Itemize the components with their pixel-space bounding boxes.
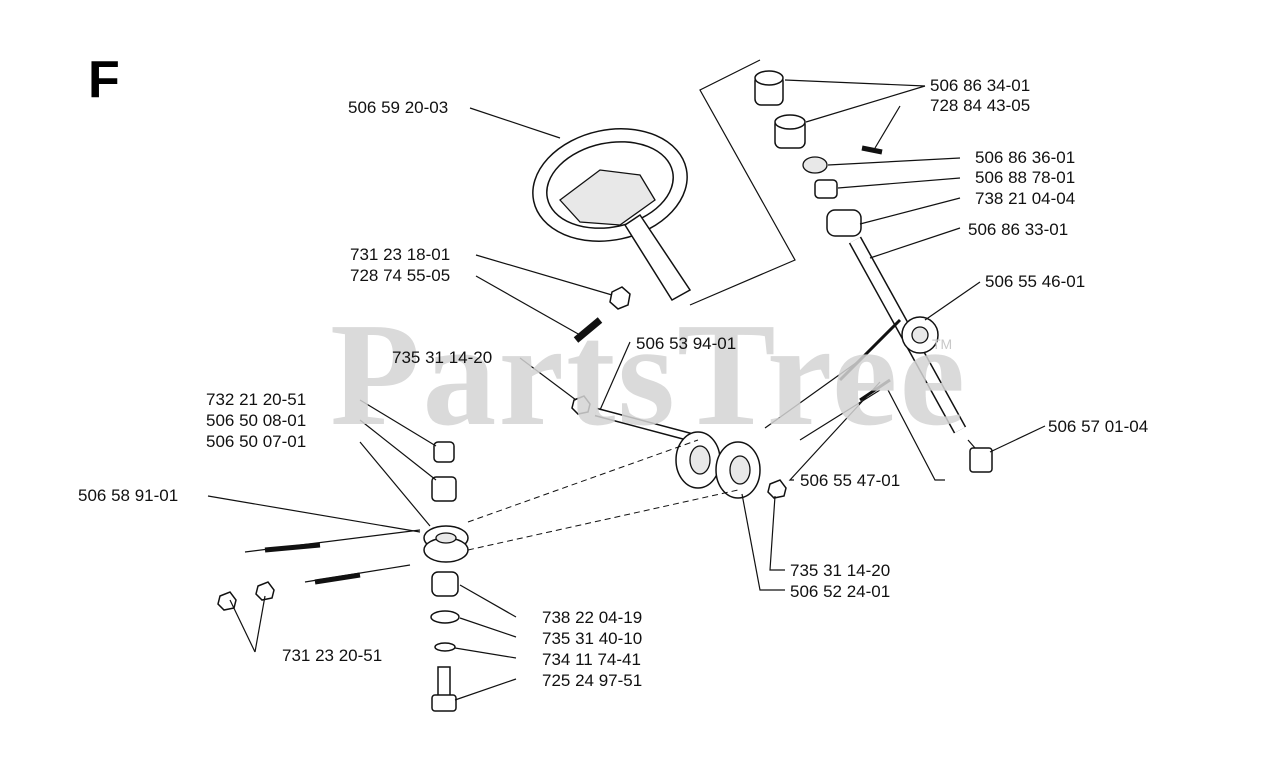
column-outline [689, 59, 796, 306]
pulley-icon [675, 431, 761, 499]
label-731-23-18-01: 731 23 18-01 [350, 245, 451, 264]
label-506-58-91-01: 506 58 91-01 [78, 486, 179, 505]
label-506-86-36-01: 506 86 36-01 [975, 148, 1076, 167]
set-screw-icon [861, 145, 883, 155]
screw-icon [573, 317, 603, 343]
label-738-22-04-19: 738 22 04-19 [542, 608, 643, 627]
belt-line [467, 439, 699, 523]
gear-icon [901, 316, 939, 354]
label-506-55-46-01: 506 55 46-01 [985, 272, 1086, 291]
watermark-tm: TM [932, 336, 953, 352]
label-728-74-55-05: 728 74 55-05 [350, 266, 451, 285]
spacer-icon [430, 441, 460, 712]
nut-icon [217, 286, 787, 611]
label-734-11-74-41: 734 11 74-41 [542, 650, 641, 669]
watermark: PartsTree [330, 293, 968, 457]
label-506-53-94-01: 506 53 94-01 [636, 334, 737, 353]
label-506-52-24-01: 506 52 24-01 [790, 582, 891, 601]
cable-icon [244, 318, 902, 585]
label-506-86-33-01: 506 86 33-01 [968, 220, 1069, 239]
bushing-icon [754, 70, 862, 237]
label-735-31-14-20-lower: 735 31 14-20 [790, 561, 891, 580]
label-731-23-20-51: 731 23 20-51 [282, 646, 383, 665]
label-506-86-34-01: 506 86 34-01 [930, 76, 1031, 95]
label-728-84-43-05: 728 84 43-05 [930, 96, 1031, 115]
bolt-icon [967, 439, 993, 473]
label-735-31-40-10: 735 31 40-10 [542, 629, 643, 648]
label-506-50-07-01: 506 50 07-01 [206, 432, 307, 451]
label-506-59-20-03: 506 59 20-03 [348, 98, 449, 117]
label-735-31-14-20-upper: 735 31 14-20 [392, 348, 493, 367]
steering-wheel-icon [532, 128, 692, 302]
leader-lines [207, 79, 1046, 701]
label-506-50-08-01: 506 50 08-01 [206, 411, 307, 430]
label-506-55-47-01: 506 55 47-01 [800, 471, 901, 490]
section-letter: F [88, 51, 120, 109]
label-725-24-97-51: 725 24 97-51 [542, 671, 643, 690]
label-506-57-01-04: 506 57 01-04 [1048, 417, 1149, 436]
label-732-21-20-51: 732 21 20-51 [206, 390, 307, 409]
label-738-21-04-04: 738 21 04-04 [975, 189, 1076, 208]
idler-pulley-icon [423, 525, 469, 563]
label-506-88-78-01: 506 88 78-01 [975, 168, 1076, 187]
